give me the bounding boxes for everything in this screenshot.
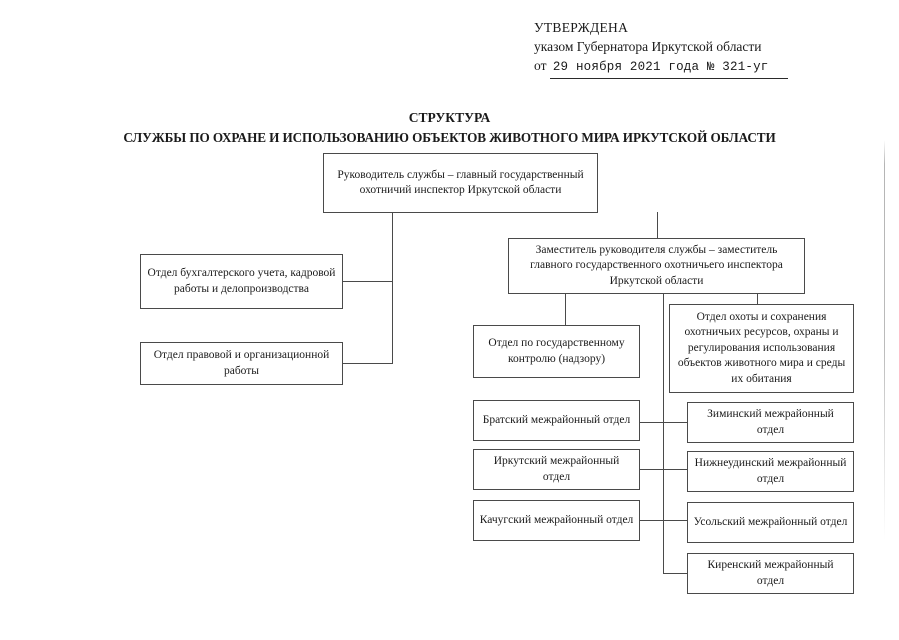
node-state-control: Отдел по государственному контролю (надз… xyxy=(473,325,640,378)
connector-accounting xyxy=(343,281,393,282)
node-legal: Отдел правовой и организационной работы xyxy=(140,342,343,385)
approval-date-value: 29 ноября 2021 года № 321-уг xyxy=(549,58,788,79)
connector-deputy-hunting xyxy=(757,293,758,304)
scan-artifact-line xyxy=(884,140,885,540)
node-zima: Зиминский межрайонный отдел xyxy=(687,402,854,443)
page-title: СТРУКТУРА СЛУЖБЫ ПО ОХРАНЕ И ИСПОЛЬЗОВАН… xyxy=(0,108,899,148)
connector-head-deputy xyxy=(657,212,658,238)
node-accounting: Отдел бухгалтерского учета, кадровой раб… xyxy=(140,254,343,309)
approval-line-1: УТВЕРЖДЕНА xyxy=(534,20,629,35)
approval-header: УТВЕРЖДЕНА указом Губернатора Иркутской … xyxy=(534,18,834,79)
connector-district-trunk xyxy=(663,293,664,573)
connector-irkutsk xyxy=(640,469,664,470)
page-title-line-1: СТРУКТУРА xyxy=(408,110,491,125)
node-irkutsk: Иркутский межрайонный отдел xyxy=(473,449,640,490)
connector-deputy-state-control xyxy=(565,293,566,325)
connector-kirensk xyxy=(663,573,687,574)
node-usolye: Усольский межрайонный отдел xyxy=(687,502,854,543)
node-kachug: Качугский межрайонный отдел xyxy=(473,500,640,541)
node-hunting: Отдел охоты и сохранения охотничьих ресу… xyxy=(669,304,854,393)
page-title-line-2: СЛУЖБЫ ПО ОХРАНЕ И ИСПОЛЬЗОВАНИЮ ОБЪЕКТО… xyxy=(123,130,776,145)
approval-date-prefix: от xyxy=(534,58,547,73)
connector-zima xyxy=(663,422,687,423)
connector-legal xyxy=(343,363,393,364)
node-nizhneudinsk: Нижнеудинский межрайонный отдел xyxy=(687,451,854,492)
connector-kachug xyxy=(640,520,664,521)
node-head: Руководитель службы – главный государств… xyxy=(323,153,598,213)
node-bratsk: Братский межрайонный отдел xyxy=(473,400,640,441)
connector-usolye xyxy=(663,520,687,521)
connector-bratsk xyxy=(640,422,664,423)
node-kirensk: Киренский межрайонный отдел xyxy=(687,553,854,594)
approval-line-2: указом Губернатора Иркутской области xyxy=(534,39,762,54)
connector-nizhneudinsk xyxy=(663,469,687,470)
node-deputy: Заместитель руководителя службы – замест… xyxy=(508,238,805,294)
connector-head-left-trunk xyxy=(392,212,393,364)
approval-date-line: от 29 ноября 2021 года № 321-уг xyxy=(534,56,834,79)
